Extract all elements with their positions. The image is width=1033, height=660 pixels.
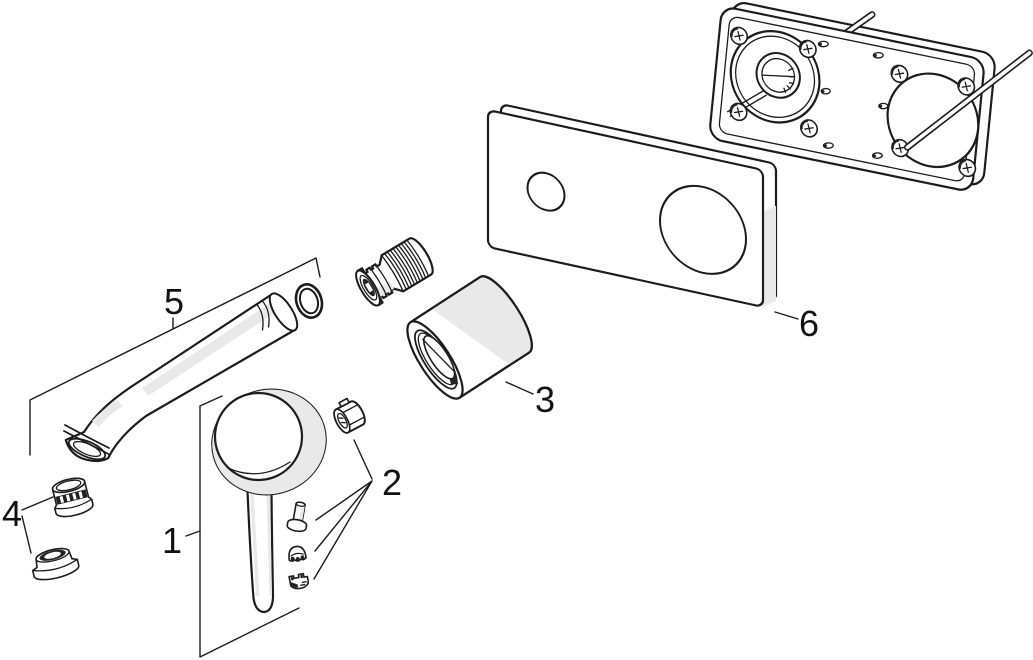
bracket-screws bbox=[729, 26, 977, 178]
bracket-left-boss bbox=[726, 29, 821, 124]
leader-part2 bbox=[313, 439, 373, 580]
set-screw bbox=[286, 501, 308, 533]
label-part-5: 5 bbox=[164, 281, 184, 322]
cover-plate bbox=[486, 104, 778, 307]
cover-plate-valve-hole bbox=[659, 184, 747, 275]
leader-part5 bbox=[29, 257, 321, 456]
aerator-insert bbox=[51, 477, 94, 518]
leader-tick-1 bbox=[185, 530, 201, 537]
label-part-1: 1 bbox=[162, 520, 182, 561]
mounting-bracket bbox=[709, 2, 1033, 191]
bracket-slots bbox=[817, 40, 889, 159]
leader-part3 bbox=[505, 381, 534, 395]
label-part-2: 2 bbox=[382, 462, 402, 503]
label-part-3: 3 bbox=[535, 379, 555, 420]
leader-lines bbox=[21, 257, 799, 658]
spout-outlet bbox=[67, 437, 107, 461]
leader-part4 bbox=[21, 496, 54, 554]
lever-handle bbox=[211, 388, 327, 614]
plug-cap-1 bbox=[288, 545, 307, 562]
spout-connector-end bbox=[268, 292, 299, 332]
escutcheon-sleeve bbox=[406, 275, 533, 400]
leader-part6 bbox=[774, 311, 799, 320]
spout bbox=[63, 292, 299, 463]
o-ring bbox=[294, 283, 324, 319]
mounting-rod-right bbox=[904, 49, 1033, 151]
aerator-housing bbox=[31, 547, 80, 581]
label-part-6: 6 bbox=[799, 303, 819, 344]
plug-cap-2 bbox=[288, 572, 310, 590]
label-part-4: 4 bbox=[2, 493, 22, 534]
part-labels: 1 2 3 4 5 6 bbox=[2, 281, 819, 561]
leader-part1 bbox=[199, 395, 300, 658]
adapter-fitting bbox=[355, 237, 434, 307]
handle-nut bbox=[333, 397, 366, 434]
cover-plate-handle-hole bbox=[526, 171, 566, 212]
